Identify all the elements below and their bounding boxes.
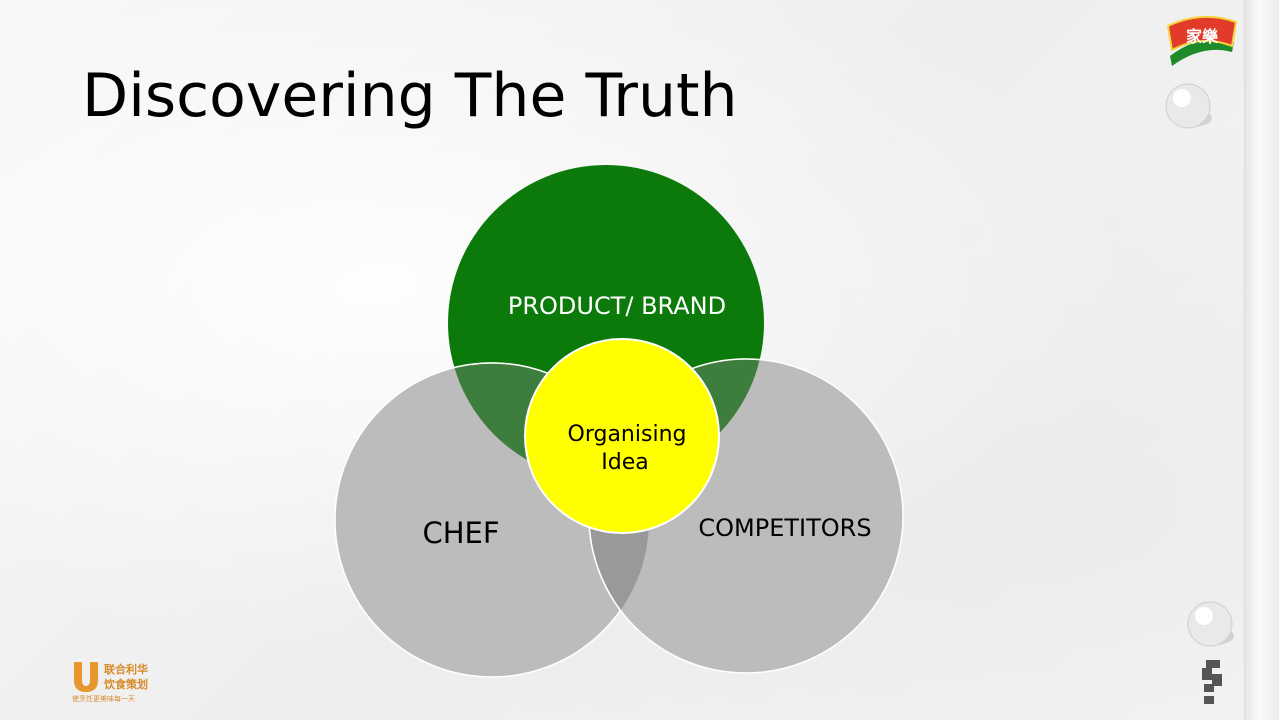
- company-logo-tagline: 使烹饪更美味每一天: [72, 694, 135, 704]
- pushpin-bottom-icon: [1180, 596, 1242, 663]
- organising-idea-label-line1: Organising: [568, 422, 687, 447]
- organising-idea-label-line2: Idea: [601, 450, 648, 475]
- company-logo: 联合利华 饮食策划 使烹饪更美味每一天: [70, 660, 170, 706]
- brand-logo: 家樂: [1166, 12, 1238, 75]
- chef-label: CHEF: [422, 516, 499, 550]
- brand-logo-text: 家樂: [1186, 27, 1219, 46]
- company-logo-line2: 饮食策划: [104, 676, 148, 692]
- corner-mark-icon: [1196, 656, 1228, 711]
- pushpin-top-icon: [1158, 78, 1220, 145]
- company-logo-line1: 联合利华: [104, 661, 148, 677]
- competitors-label: COMPETITORS: [698, 514, 871, 542]
- product-brand-label: PRODUCT/ BRAND: [508, 292, 726, 320]
